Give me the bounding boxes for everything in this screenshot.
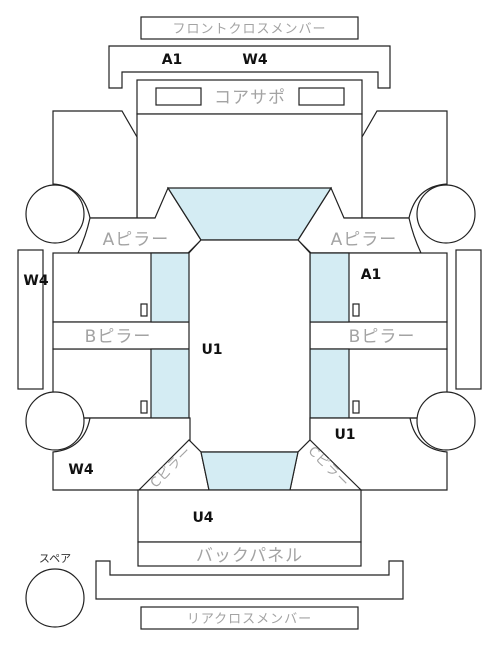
right-front-window bbox=[309, 252, 350, 323]
rear-bumper bbox=[95, 560, 404, 600]
spare-tire bbox=[25, 568, 85, 628]
right-rear-door-handle bbox=[352, 400, 360, 414]
front-right-wheel bbox=[416, 184, 476, 244]
trunk-lid bbox=[137, 489, 362, 543]
damage-code-rear-u4: U4 bbox=[192, 510, 213, 526]
damage-code-right-lower-u1: U1 bbox=[334, 427, 355, 443]
left-front-door-handle bbox=[140, 303, 148, 317]
right-front-fender bbox=[361, 110, 448, 219]
left-a-pillar-label: Aピラー bbox=[103, 230, 170, 250]
front-cross-member-box bbox=[140, 16, 359, 40]
spare-label: スペア bbox=[39, 552, 71, 565]
rear-cross-member-box bbox=[140, 606, 359, 630]
right-a-pillar-label: Aピラー bbox=[331, 230, 398, 250]
left-side-mirror bbox=[17, 249, 44, 390]
left-rear-door-handle bbox=[140, 400, 148, 414]
core-support-label: コアサポ bbox=[214, 88, 286, 108]
right-side-mirror bbox=[455, 249, 482, 390]
left-headlight bbox=[155, 87, 202, 106]
damage-code-right-a1: A1 bbox=[361, 267, 382, 283]
damage-code-center-u1: U1 bbox=[201, 342, 222, 358]
damage-code-front-a1: A1 bbox=[162, 52, 183, 68]
rear-left-wheel bbox=[25, 391, 85, 451]
rear-cross-member-label: リアクロスメンバー bbox=[187, 612, 312, 627]
front-left-wheel bbox=[25, 184, 85, 244]
rear-right-wheel bbox=[416, 391, 476, 451]
back-panel bbox=[137, 541, 362, 567]
right-rear-window bbox=[309, 348, 350, 419]
right-headlight bbox=[298, 87, 345, 106]
left-front-window bbox=[150, 252, 191, 323]
left-b-pillar-label: Bピラー bbox=[85, 327, 152, 347]
damage-code-left-side-w4: W4 bbox=[23, 273, 48, 289]
damage-code-left-lower-w4: W4 bbox=[68, 462, 93, 478]
right-front-door-handle bbox=[352, 303, 360, 317]
damage-code-front-w4: W4 bbox=[242, 52, 267, 68]
rear-window bbox=[200, 451, 299, 491]
right-b-pillar-label: Bピラー bbox=[349, 327, 416, 347]
front-cross-member-label: フロントクロスメンバー bbox=[172, 22, 326, 37]
left-rear-window bbox=[150, 348, 191, 419]
back-panel-label: バックパネル bbox=[196, 546, 303, 566]
front-bumper bbox=[108, 45, 391, 89]
